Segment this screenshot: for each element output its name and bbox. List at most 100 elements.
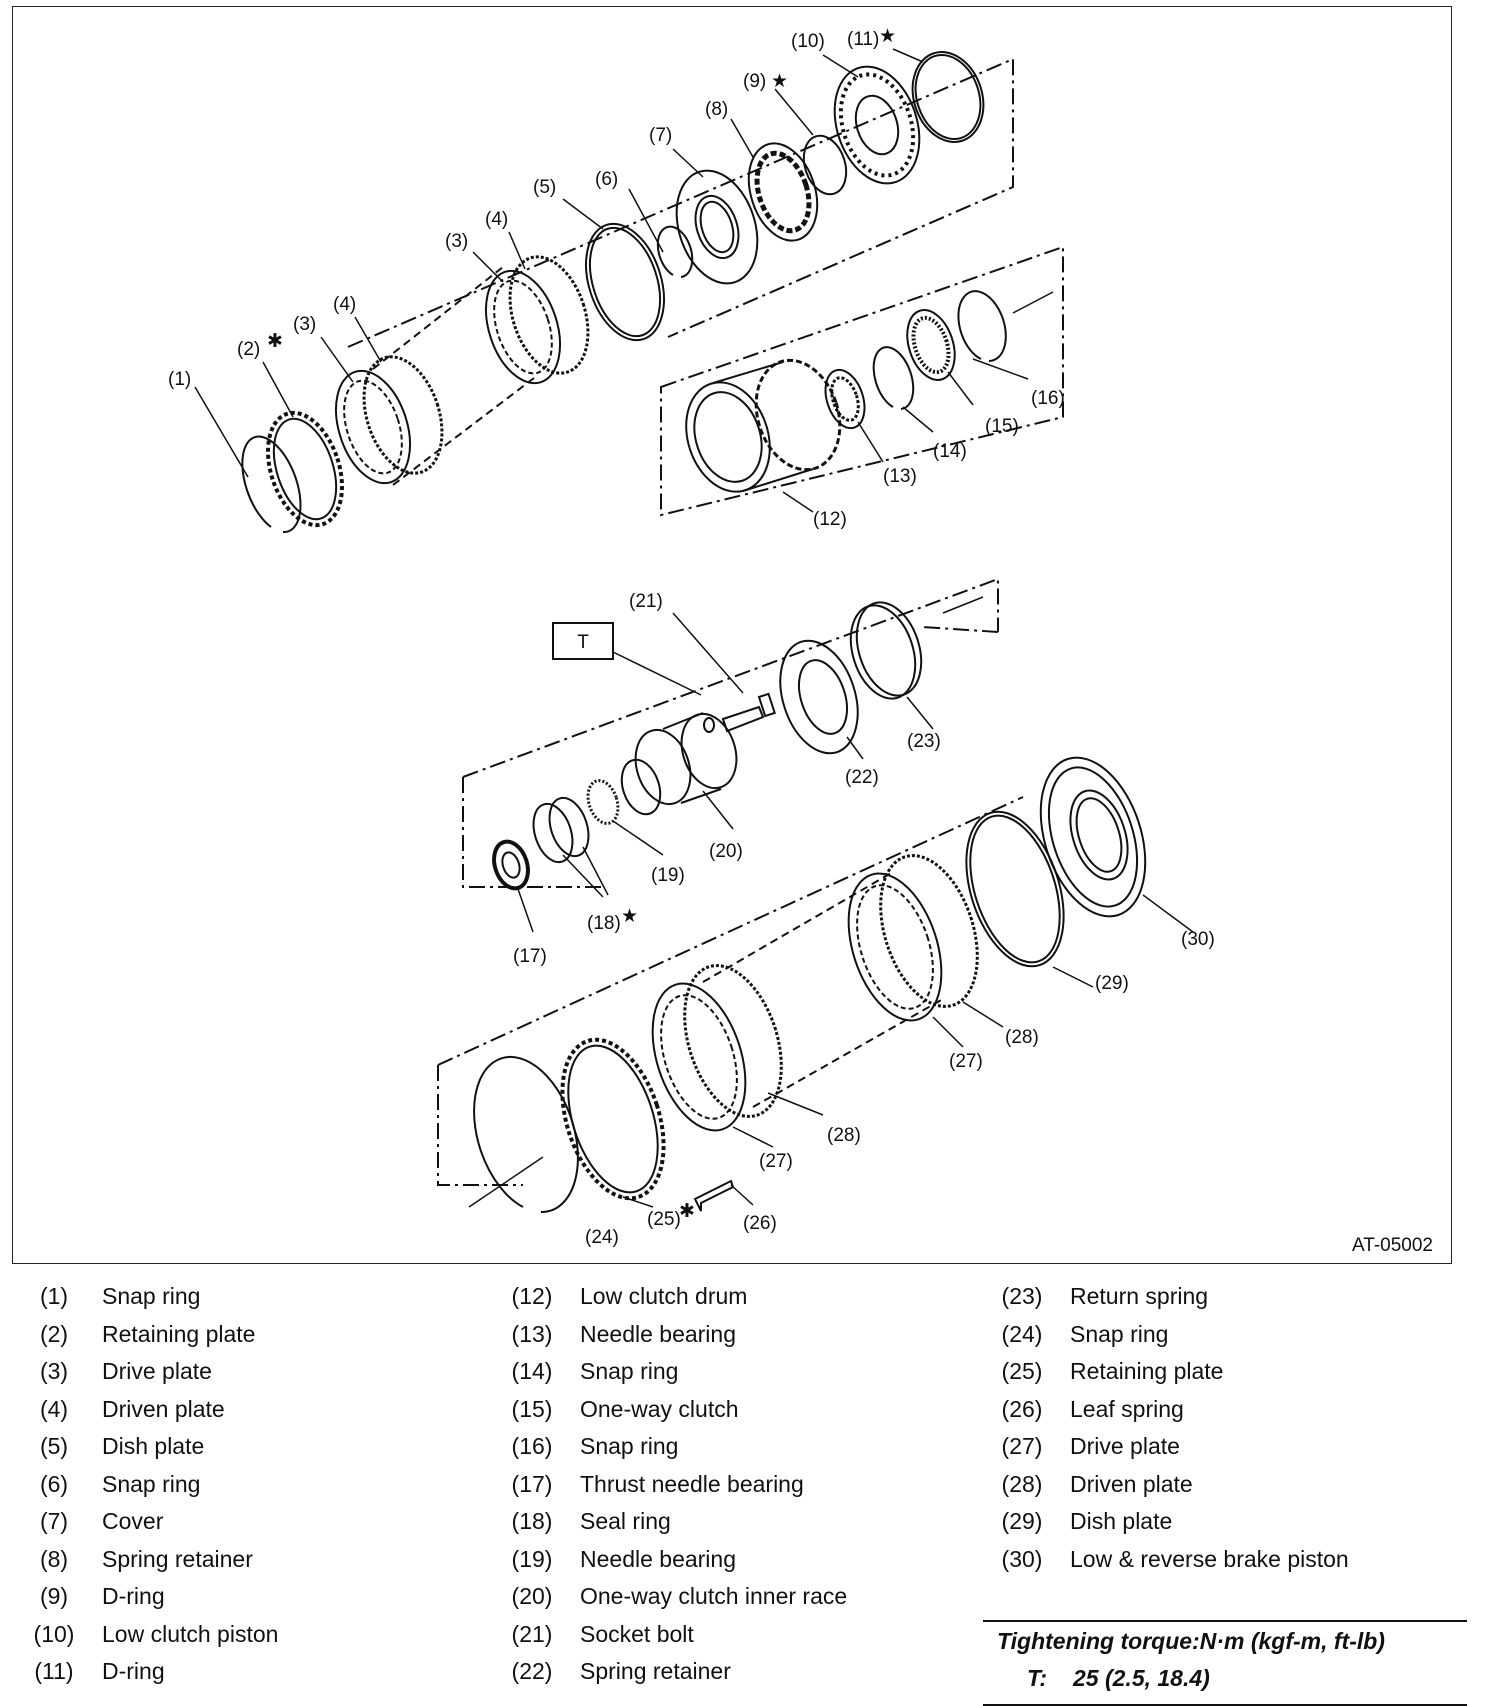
legend-num: (1) [39, 1283, 69, 1309]
callout-16: (16) [1031, 388, 1065, 409]
legend-num: (16) [511, 1433, 553, 1459]
legend-name: Needle bearing [580, 1320, 737, 1347]
callout-12: (12) [813, 509, 847, 530]
part-17-thrust-needle-bearing [492, 839, 530, 891]
legend-num: (17) [511, 1470, 553, 1497]
legend-name: Driven plate [1070, 1470, 1193, 1497]
callout-2: (2) [237, 339, 260, 360]
callout-13: (13) [883, 466, 917, 487]
part-15-one-way-clutch [906, 309, 956, 381]
legend-name: Low & reverse brake piston [1070, 1545, 1349, 1572]
legend-name: Spring retainer [580, 1658, 731, 1684]
part-22-spring-retainer [779, 639, 859, 755]
part-6-snap-ring [656, 225, 694, 278]
callout-3b: (3) [445, 231, 468, 252]
part-27-drive-plate-b [847, 872, 943, 1022]
legend-name: Dish plate [102, 1433, 205, 1459]
legend-num: (8) [39, 1545, 69, 1572]
callout-19: (19) [651, 865, 685, 886]
legend-name: Low clutch piston [102, 1620, 279, 1647]
callout-28a: (28) [827, 1125, 861, 1146]
callout-1: (1) [168, 369, 191, 390]
part-21-socket-bolt [721, 705, 765, 733]
legend-num: (2) [39, 1320, 69, 1347]
part-3-drive-plate [335, 369, 411, 485]
callout-28b: (28) [1005, 1027, 1039, 1048]
callout-27a: (27) [759, 1151, 793, 1172]
callout-6: (6) [595, 169, 618, 190]
callout-11-star: ★ [879, 26, 896, 47]
callout-25-asterisk: ✱ [679, 1201, 695, 1222]
legend-num: (26) [1001, 1395, 1043, 1422]
part-26-leaf-spring [693, 1179, 735, 1212]
legend-name: Needle bearing [580, 1545, 737, 1572]
legend-name: D-ring [102, 1658, 165, 1684]
legend-num: (22) [511, 1658, 553, 1684]
legend-name: Return spring [1070, 1283, 1209, 1309]
legend-num: (20) [511, 1583, 553, 1609]
legend-name: One-way clutch [580, 1395, 739, 1422]
legend-num: (11) [34, 1658, 74, 1684]
part-20-inner-race [620, 758, 662, 816]
callout-21: (21) [629, 591, 663, 612]
callout-9-star: ★ [771, 71, 788, 92]
legend-num: (14) [511, 1358, 553, 1384]
callout-2-asterisk: ✱ [267, 331, 283, 352]
legend-name: One-way clutch inner race [580, 1583, 848, 1609]
callout-17: (17) [513, 946, 547, 967]
part-4-driven-plate [362, 355, 444, 475]
diagram-frame: T (1) (2) ✱ (3) (4) (3) (4) (5) (6) (7) … [12, 6, 1452, 1264]
leader-lines [194, 48, 1194, 1208]
legend-name: Driven plate [102, 1395, 225, 1422]
legend-num: (3) [39, 1358, 69, 1384]
boundary-group-drum [660, 245, 1064, 517]
part-8-spring-retainer [747, 142, 819, 242]
part-1-snap-ring [241, 435, 302, 534]
part-30-brake-piston [1039, 756, 1147, 918]
part-9-d-ring [802, 134, 848, 196]
callout-5: (5) [533, 177, 556, 198]
legend-name: Thrust needle bearing [580, 1470, 804, 1497]
part-3-drive-plate-b [485, 269, 561, 385]
callout-labels: (1) (2) ✱ (3) (4) (3) (4) (5) (6) (7) (8… [168, 26, 1215, 1248]
callout-15: (15) [985, 416, 1019, 437]
callout-11: (11) [847, 29, 879, 50]
exploded-diagram: T (1) (2) ✱ (3) (4) (3) (4) (5) (6) (7) … [168, 26, 1433, 1256]
legend-num: (18) [511, 1508, 553, 1534]
legend-num: (13) [511, 1320, 553, 1347]
part-29-dish-plate [965, 810, 1065, 968]
part-5-dish-plate [585, 222, 665, 342]
legend-num: (23) [1001, 1283, 1043, 1309]
torque-value-line: T: 25 (2.5, 18.4) [1027, 1665, 1210, 1692]
legend-num: (7) [39, 1508, 69, 1534]
legend-num: (9) [39, 1583, 69, 1609]
legend-num: (10) [33, 1620, 75, 1647]
callout-20: (20) [709, 841, 743, 862]
part-27-drive-plate [651, 982, 747, 1132]
legend-num: (6) [39, 1470, 69, 1497]
legend-name: Snap ring [580, 1433, 679, 1459]
callout-8: (8) [705, 99, 728, 120]
legend-num: (25) [1001, 1358, 1043, 1384]
callout-9: (9) [743, 71, 766, 92]
legend-name: Seal ring [580, 1508, 671, 1534]
boundary-group-middle [462, 577, 999, 888]
torque-value: 25 (2.5, 18.4) [1073, 1665, 1210, 1691]
legend-name: Snap ring [580, 1358, 679, 1384]
part-14-snap-ring [872, 346, 915, 410]
boundary-group-lower [437, 796, 1024, 1186]
legend-name: Retaining plate [1070, 1358, 1224, 1384]
legend-name: Snap ring [1070, 1320, 1169, 1347]
callout-22: (22) [845, 767, 879, 788]
legend-name: Low clutch drum [580, 1283, 748, 1309]
torque-key: T: [1027, 1665, 1048, 1691]
legend-name: Cover [102, 1508, 164, 1534]
part-13-needle-bearing [824, 368, 866, 430]
legend-name: D-ring [102, 1583, 165, 1609]
part-24-snap-ring [473, 1055, 579, 1214]
legend-name: Snap ring [102, 1470, 201, 1497]
legend-name: Drive plate [102, 1358, 212, 1384]
parts-legend: (1) Snap ring (2) Retaining plate (3) Drive… [28, 1283, 1488, 1703]
callout-30: (30) [1181, 929, 1215, 950]
legend-num: (12) [511, 1283, 553, 1309]
